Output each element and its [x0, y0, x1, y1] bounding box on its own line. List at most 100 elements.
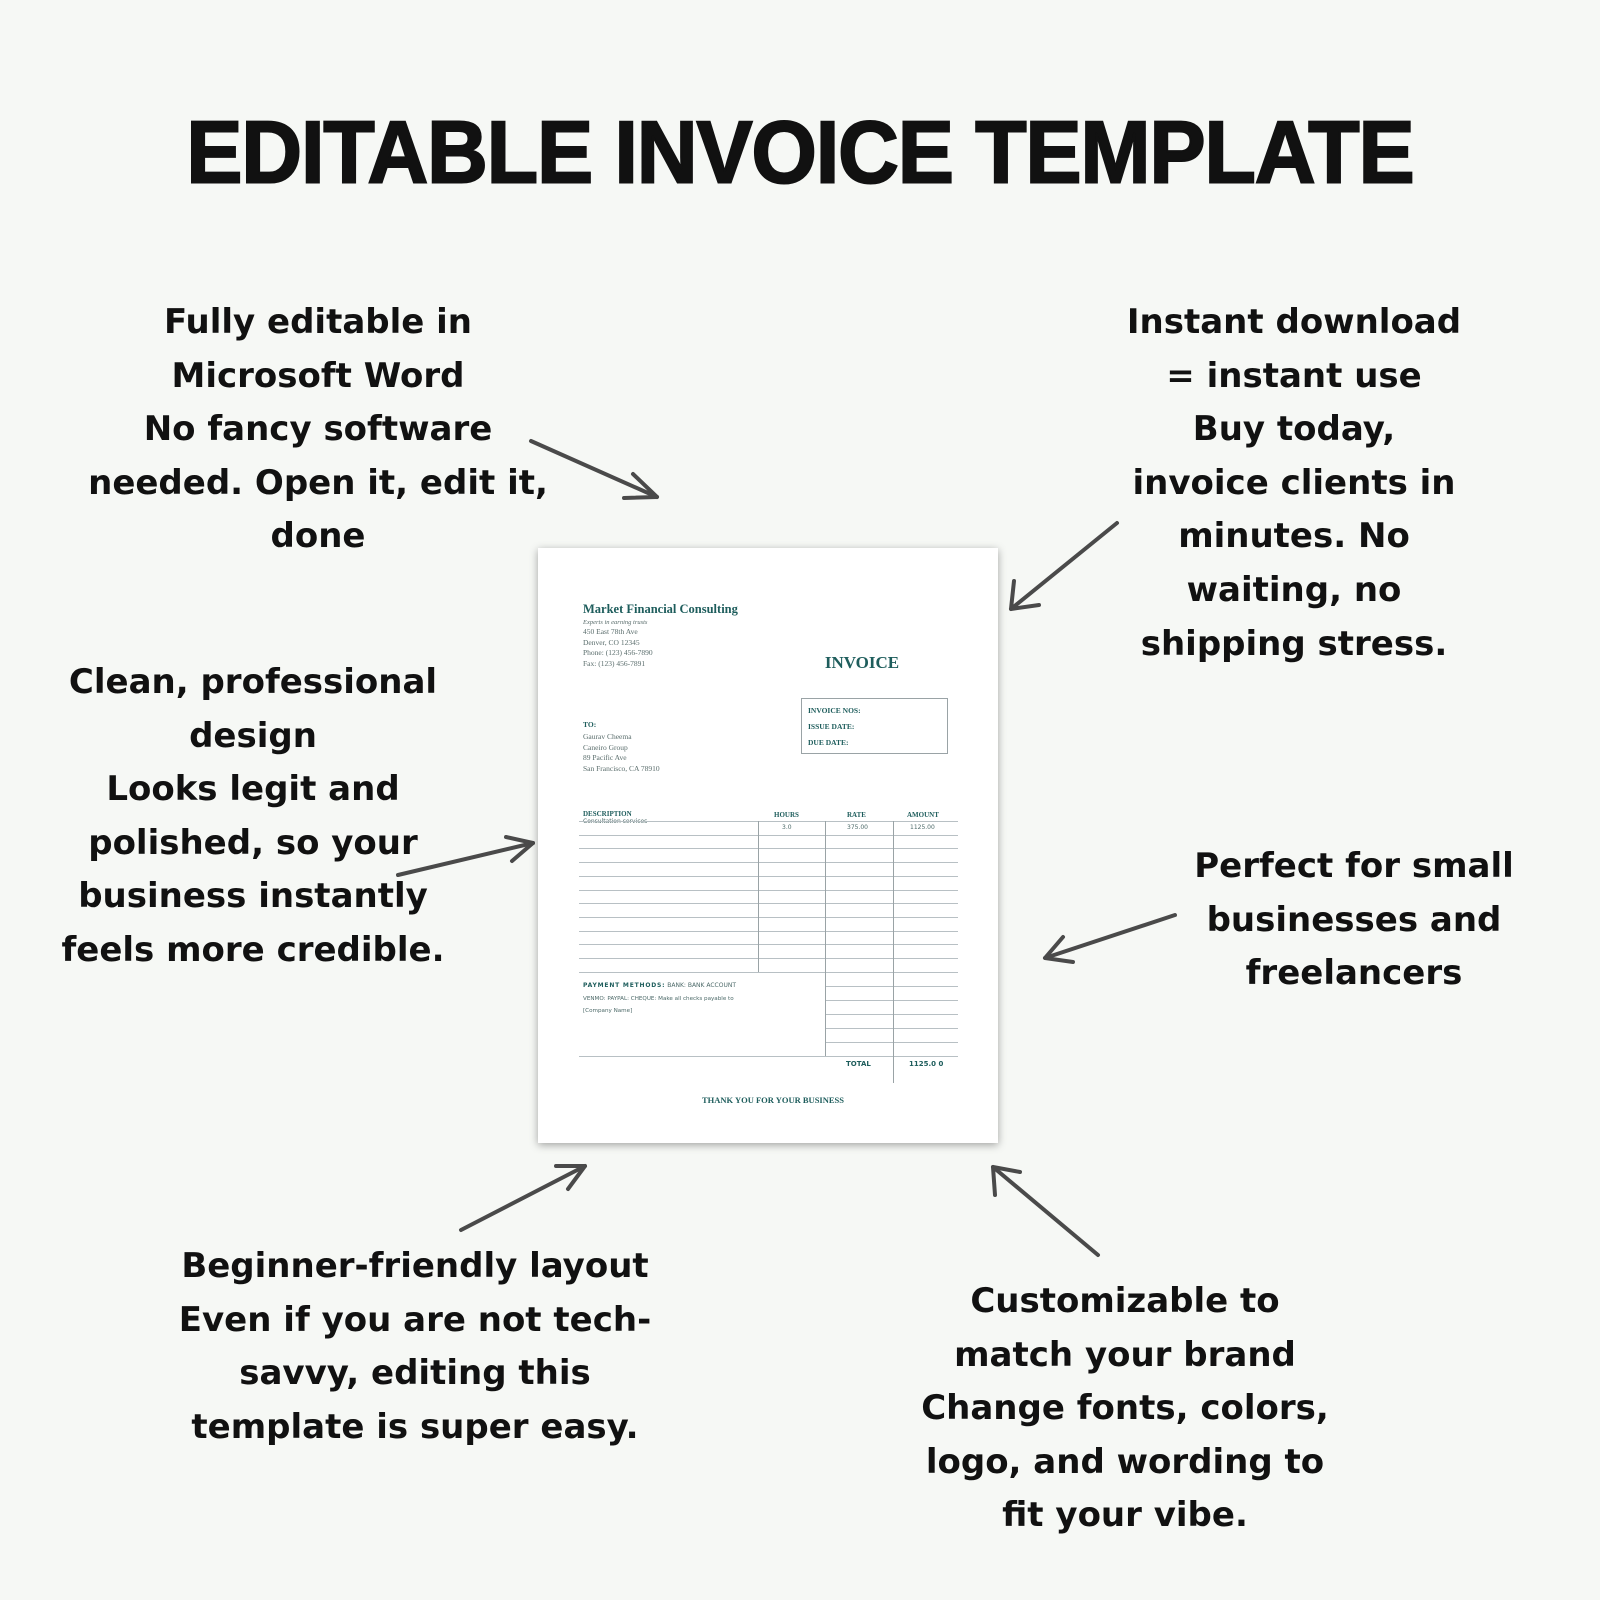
- col-amount: AMOUNT: [907, 811, 939, 819]
- feature-line: business instantly: [78, 876, 428, 917]
- feature-line: needed. Open it, edit it,: [88, 462, 548, 503]
- total-amount: 1125.0 0: [909, 1060, 944, 1068]
- table-rule: [825, 1000, 958, 1001]
- feature-line: Instant download: [1126, 302, 1462, 342]
- arrowhead-icon: [1009, 579, 1041, 611]
- feature-line: invoice clients in: [1132, 462, 1456, 503]
- payment-text: BANK: BANK ACCOUNT: [667, 982, 737, 989]
- feature-editable: Fully editable in Microsoft Word No fancy …: [18, 296, 618, 564]
- feature-line: template is super easy.: [191, 1406, 639, 1447]
- arrow-icon: [459, 1164, 587, 1232]
- table-rule: [825, 1028, 958, 1029]
- company-address: 450 East 78th Ave Denver, CO 12345 Phone…: [583, 627, 653, 669]
- payment-text: VENMO: PAYPAL: CHEQUE: Make all checks p…: [583, 995, 734, 1002]
- address-line: Fax: (123) 456-7891: [583, 658, 646, 668]
- table-rule: [579, 862, 958, 864]
- invoice-number-label: INVOICE NOS:: [808, 706, 861, 715]
- bill-to: Gaurav Cheema Caneiro Group 89 Pacific A…: [583, 732, 660, 774]
- item-amount: 1125.00: [910, 824, 935, 831]
- page-title: EDITABLE INVOICE TEMPLATE: [185, 102, 1415, 203]
- feature-line: waiting, no: [1186, 569, 1402, 610]
- feature-line: logo, and wording to: [925, 1441, 1325, 1482]
- due-date-label: DUE DATE:: [808, 738, 849, 747]
- feature-line: freelancers: [1245, 953, 1463, 994]
- table-rule: [579, 916, 958, 918]
- bill-to-line: 89 Pacific Ave: [583, 753, 627, 762]
- table-rule: [579, 958, 958, 959]
- arrow-icon: [529, 439, 659, 499]
- arrowhead-icon: [554, 1164, 587, 1191]
- feature-line: fit your vibe.: [1002, 1495, 1248, 1536]
- table-rule: [579, 834, 958, 836]
- feature-line: shipping stress.: [1140, 623, 1448, 664]
- address-line: 450 East 78th Ave: [583, 627, 638, 636]
- arrowhead-icon: [622, 472, 659, 500]
- table-rule: [579, 875, 958, 877]
- table-rule: [825, 1042, 958, 1043]
- feature-line: No fancy software: [143, 409, 493, 450]
- table-rule: [579, 971, 958, 973]
- feature-line: feels more credible.: [61, 929, 445, 970]
- invoice-meta-box: INVOICE NOS: ISSUE DATE: DUE DATE:: [801, 698, 948, 754]
- to-label: TO:: [583, 720, 597, 729]
- feature-line: = instant use: [1166, 355, 1422, 396]
- feature-line: Perfect for small: [1194, 846, 1514, 886]
- bill-to-line: Caneiro Group: [583, 742, 628, 752]
- invoice-preview: Market Financial Consulting Experts in e…: [538, 548, 998, 1143]
- feature-line: design: [189, 715, 317, 756]
- issue-date-label: ISSUE DATE:: [808, 722, 855, 731]
- arrowhead-icon: [991, 1165, 1022, 1197]
- feature-line: Buy today,: [1192, 409, 1396, 450]
- feature-line: savvy, editing this: [239, 1353, 591, 1394]
- payment-methods: PAYMENT METHODS: BANK: BANK ACCOUNT VENM…: [583, 980, 763, 1018]
- thank-you: THANK YOU FOR YOUR BUSINESS: [701, 1095, 844, 1105]
- payment-text: [Company Name]: [583, 1008, 633, 1014]
- arrowhead-icon: [504, 835, 535, 863]
- arrow-icon: [1009, 521, 1119, 611]
- arrow-icon: [991, 1165, 1100, 1257]
- col-description: DESCRIPTION: [583, 810, 632, 818]
- arrowhead-icon: [1043, 935, 1075, 964]
- column-divider: [893, 821, 894, 1083]
- table-rule: [825, 986, 958, 987]
- address-line: Phone: (123) 456-7890: [583, 648, 653, 657]
- bill-to-line: San Francisco, CA 78910: [583, 763, 660, 773]
- feature-line: match your brand: [954, 1334, 1296, 1375]
- feature-line: businesses and: [1206, 899, 1502, 940]
- feature-line: Looks legit and: [106, 769, 400, 810]
- col-hours: HOURS: [774, 811, 799, 819]
- table-rule: [579, 889, 958, 891]
- column-divider: [758, 821, 759, 972]
- item-hours: 3.0: [782, 824, 792, 831]
- tagline: Experts in earning trusts: [583, 619, 648, 626]
- feature-line: minutes. No: [1178, 516, 1410, 557]
- table-rule: [579, 1056, 958, 1057]
- address-line: Denver, CO 12345: [583, 637, 640, 647]
- column-divider: [825, 821, 826, 1056]
- feature-line: Beginner-friendly layout: [181, 1246, 649, 1286]
- invoice-heading: INVOICE: [824, 653, 900, 672]
- feature-line: Microsoft Word: [171, 355, 465, 396]
- feature-line: Change fonts, colors,: [921, 1388, 1329, 1429]
- feature-line: Fully editable in: [163, 302, 473, 342]
- feature-small-business: Perfect for small businesses and freelance…: [1054, 840, 1600, 1001]
- feature-line: Customizable to: [970, 1281, 1280, 1321]
- table-rule: [579, 930, 958, 932]
- table-rule: [579, 903, 958, 905]
- company-name: Market Financial Consulting: [583, 602, 738, 616]
- table-rule: [579, 848, 958, 850]
- item-rate: 375.00: [847, 824, 868, 831]
- feature-line: done: [270, 516, 366, 557]
- total-label: TOTAL: [846, 1060, 871, 1068]
- arrow-icon: [396, 841, 535, 877]
- table-rule: [579, 944, 958, 946]
- table-rule: [825, 1014, 958, 1015]
- feature-line: Clean, professional: [68, 662, 438, 702]
- bill-to-line: Gaurav Cheema: [583, 732, 632, 741]
- feature-line: Even if you are not tech-: [178, 1299, 652, 1340]
